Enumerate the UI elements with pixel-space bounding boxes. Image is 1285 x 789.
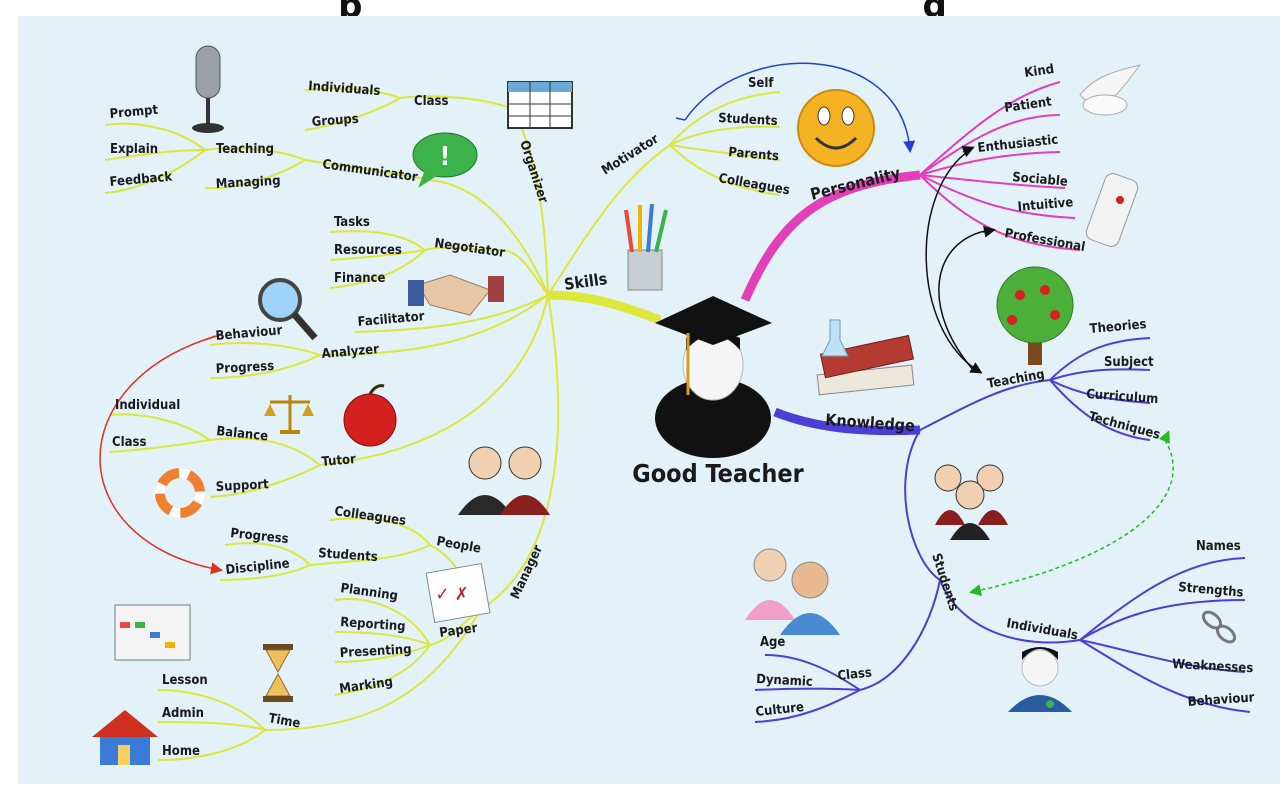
behaviour-label-knowledge: Behaviour — [1187, 690, 1255, 710]
techniques-label: Techniques — [1087, 409, 1162, 442]
individuals-label: Individuals — [308, 79, 381, 99]
lifebuoy-icon — [155, 468, 205, 518]
weaknesses-label: Weaknesses — [1172, 657, 1254, 676]
title-fragment-left: p — [338, 0, 362, 16]
group-icon — [934, 464, 1008, 540]
names-label: Names — [1196, 539, 1241, 554]
colleagues-label-motivator: Colleagues — [717, 171, 791, 198]
skills-label: Skills — [563, 269, 609, 294]
support-label: Support — [215, 477, 269, 495]
checklist-icon: ✓ ✗ — [425, 562, 491, 624]
personality-label: Personality — [808, 163, 902, 204]
chain-icon — [1201, 610, 1237, 644]
patient-label: Patient — [1003, 94, 1053, 116]
finance-label: Finance — [334, 271, 385, 286]
managing-label: Managing — [215, 174, 281, 192]
tree-icon — [996, 266, 1074, 365]
explain-label: Explain — [110, 142, 158, 157]
apple-icon — [343, 384, 397, 447]
colleagues-label: Colleagues — [333, 504, 406, 529]
elderly-couple-icon — [745, 548, 840, 635]
dynamic-label: Dynamic — [756, 672, 813, 690]
communicator-label: Communicator — [321, 157, 418, 185]
pencils-icon — [624, 203, 668, 291]
parents-label: Parents — [728, 145, 780, 164]
balance-label: Balance — [216, 424, 269, 444]
handshake-icon — [408, 274, 504, 316]
organizer-label: Organizer — [516, 139, 550, 205]
lesson-label: Lesson — [162, 673, 208, 688]
analyzer-label: Analyzer — [321, 342, 380, 362]
student-icon — [1008, 647, 1072, 712]
feedback-label: Feedback — [109, 170, 173, 190]
marking-label: Marking — [338, 675, 393, 697]
title-fragment-right: g — [923, 0, 947, 16]
discipline-label: Discipline — [225, 556, 291, 578]
class-label-knowledge: Class — [837, 665, 873, 684]
behaviour-label: Behaviour — [215, 323, 283, 344]
dove-icon — [1079, 64, 1142, 116]
tasks-label: Tasks — [334, 215, 370, 230]
books-icon — [816, 319, 915, 396]
facilitator-label: Facilitator — [357, 309, 425, 330]
theories-label: Theories — [1089, 317, 1147, 337]
culture-label: Culture — [755, 700, 805, 720]
professional-label: Professional — [1003, 226, 1086, 255]
students-label: Students — [318, 546, 378, 565]
teaching-label: Teaching — [216, 142, 274, 157]
age-label: Age — [760, 635, 785, 650]
class-label: Class — [414, 94, 448, 109]
weekly-schedule-icon — [114, 604, 191, 661]
kind-label: Kind — [1023, 62, 1055, 81]
diploma-scroll-icon — [1085, 173, 1139, 247]
negotiator-label: Negotiator — [433, 236, 506, 261]
center-label: Good Teacher — [632, 459, 804, 488]
knowledge-branches — [754, 337, 1251, 723]
resources-label: Resources — [334, 243, 402, 258]
spreadsheet-icon — [507, 81, 573, 129]
manager-label: Manager — [508, 543, 546, 602]
sociable-label: Sociable — [1012, 170, 1069, 190]
home-label: Home — [162, 744, 200, 759]
self-label: Self — [748, 76, 774, 91]
strengths-label: Strengths — [1178, 580, 1244, 601]
hourglass-icon — [263, 644, 293, 702]
individual-label: Individual — [115, 398, 180, 413]
svg-text:!: ! — [440, 142, 451, 172]
students-label-motivator: Students — [718, 111, 778, 129]
intuitive-label: Intuitive — [1017, 195, 1074, 215]
presenting-label: Presenting — [339, 642, 411, 661]
groups-label: Groups — [311, 112, 359, 130]
smiley-icon — [797, 89, 875, 167]
progress-label-students: Progress — [230, 526, 290, 547]
house-icon — [92, 710, 158, 765]
teaching-label-knowledge: Teaching — [986, 367, 1046, 392]
admin-label: Admin — [162, 706, 204, 721]
people-icon — [458, 446, 550, 515]
magnifier-icon — [258, 278, 318, 341]
svg-text:✓ ✗: ✓ ✗ — [436, 584, 469, 605]
subject-label: Subject — [1104, 355, 1154, 370]
skills-branches — [104, 87, 781, 761]
microphone-icon — [192, 45, 224, 133]
paper-label: Paper — [438, 621, 478, 641]
connector-arrows — [99, 62, 1174, 596]
curriculum-label: Curriculum — [1086, 387, 1159, 407]
teacher-icon — [655, 296, 772, 458]
speech-bubble-icon: ! — [412, 132, 478, 188]
progress-label: Progress — [215, 359, 274, 377]
motivator-label: Motivator — [599, 132, 662, 179]
tutor-label: Tutor — [321, 452, 357, 470]
cropped-title: pg — [0, 0, 1285, 16]
scales-icon — [264, 395, 314, 434]
time-label: Time — [267, 711, 301, 731]
prompt-label: Prompt — [109, 103, 159, 122]
class-label-tutor: Class — [112, 435, 146, 450]
reporting-label: Reporting — [340, 615, 406, 635]
